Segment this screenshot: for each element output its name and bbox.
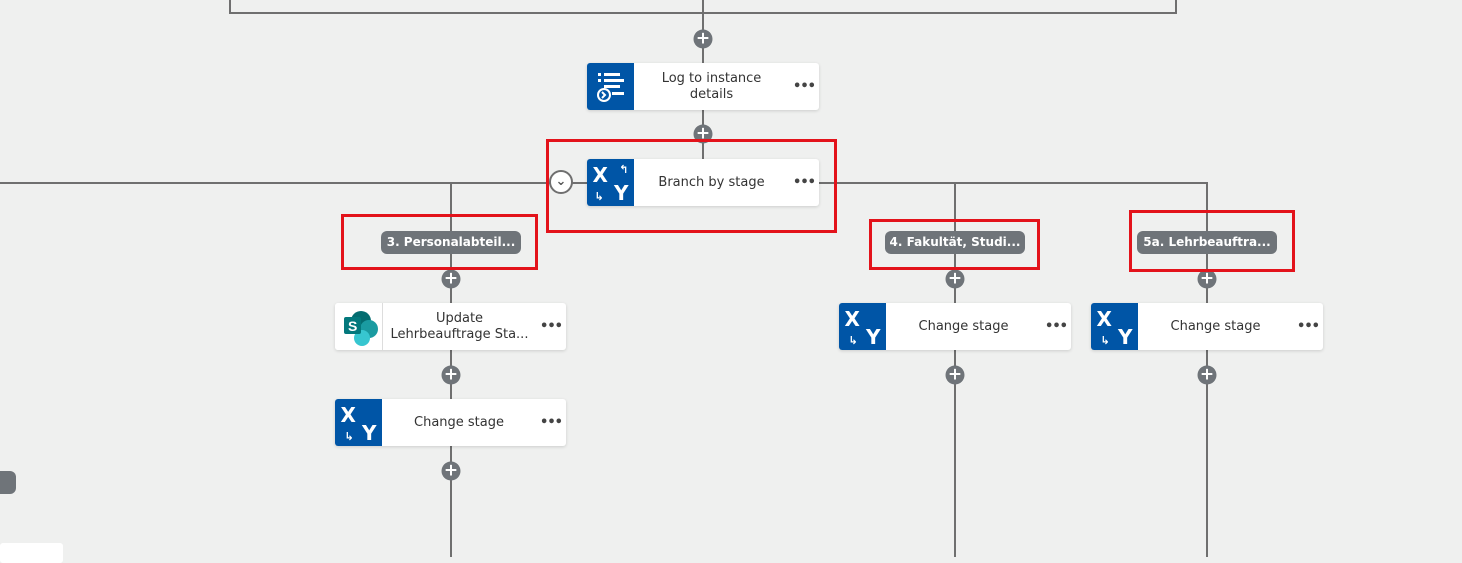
chevron-down-icon: ⌄ bbox=[555, 174, 567, 189]
add-step-button[interactable]: + bbox=[693, 29, 713, 49]
sharepoint-icon: S bbox=[335, 303, 383, 350]
more-options-button[interactable]: ••• bbox=[1297, 319, 1320, 334]
more-options-button[interactable]: ••• bbox=[1045, 319, 1068, 334]
log-icon bbox=[587, 63, 634, 110]
add-step-button[interactable]: + bbox=[945, 365, 965, 385]
branch-label[interactable]: 5a. Lehrbeauftra... bbox=[1137, 231, 1277, 254]
card-title-text: Update Lehrbeauftrage Sta... bbox=[390, 310, 529, 342]
offscreen-branch-label[interactable] bbox=[0, 471, 16, 494]
offscreen-card[interactable] bbox=[0, 543, 63, 563]
collapse-branch-toggle[interactable]: ⌄ bbox=[549, 170, 573, 194]
add-step-button[interactable]: + bbox=[1197, 365, 1217, 385]
branch-label[interactable]: 4. Fakultät, Studi... bbox=[885, 231, 1025, 254]
card-title: Change stage bbox=[918, 318, 1009, 334]
card-title: Change stage bbox=[414, 414, 504, 430]
add-step-button[interactable]: + bbox=[1197, 269, 1217, 289]
log-to-instance-card[interactable]: Log to instance details ••• bbox=[587, 63, 819, 110]
highlight-box bbox=[869, 219, 1040, 270]
add-step-button[interactable]: + bbox=[693, 124, 713, 144]
more-options-button[interactable]: ••• bbox=[793, 79, 816, 94]
highlight-box bbox=[341, 214, 538, 270]
branch-label[interactable]: 3. Personalabteil... bbox=[381, 231, 521, 254]
highlight-box bbox=[546, 139, 837, 233]
add-step-button[interactable]: + bbox=[441, 269, 461, 289]
card-title: Change stage bbox=[1170, 318, 1261, 334]
highlight-box bbox=[1129, 210, 1295, 272]
more-options-button[interactable]: ••• bbox=[793, 175, 816, 190]
update-item-card[interactable]: S Update Lehrbeauftrage Sta... ••• bbox=[335, 303, 566, 350]
card-title: Log to instance details bbox=[661, 70, 762, 102]
card-title: Branch by stage bbox=[658, 174, 765, 190]
add-step-button[interactable]: + bbox=[945, 269, 965, 289]
svg-text:S: S bbox=[348, 318, 357, 334]
more-options-button[interactable]: ••• bbox=[540, 415, 563, 430]
more-options-button[interactable]: ••• bbox=[540, 319, 563, 334]
add-step-button[interactable]: + bbox=[441, 365, 461, 385]
card-title: Update Lehrbeauftrage Sta... bbox=[383, 311, 536, 343]
add-step-button[interactable]: + bbox=[441, 461, 461, 481]
